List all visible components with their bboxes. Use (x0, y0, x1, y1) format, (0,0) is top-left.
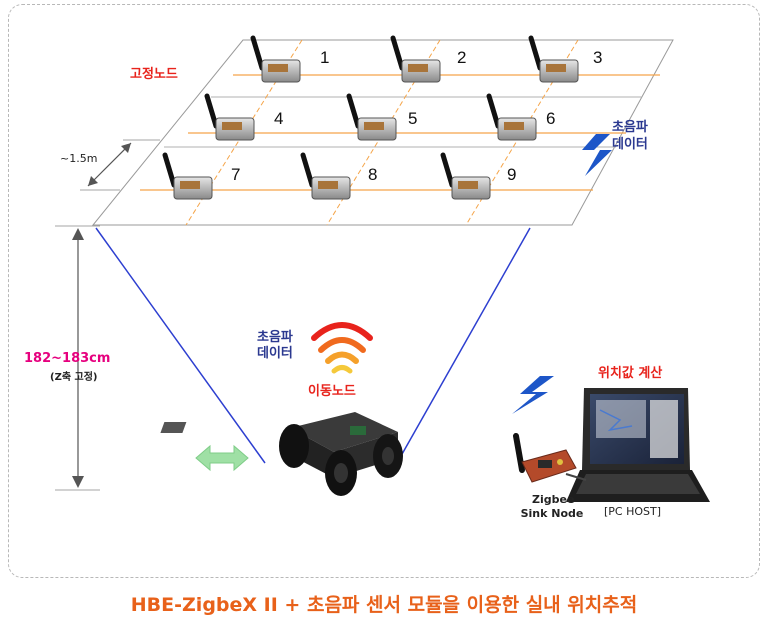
fixed-node-group (162, 35, 579, 200)
node-number-2: 2 (457, 48, 467, 67)
node-number-8: 8 (368, 165, 378, 184)
position-calc-label: 위치값 계산 (598, 366, 663, 381)
fixed-node-5 (346, 93, 397, 141)
sink-node-label-line1: Zigbee (532, 493, 575, 506)
node-number-3: 3 (593, 48, 603, 67)
cone-line-left (95, 227, 266, 464)
fixed-node-8 (300, 152, 351, 200)
fixed-node-4 (204, 93, 255, 141)
z-fixed-label: (Z축 고정) (50, 372, 98, 383)
fixed-node-7 (162, 152, 213, 200)
node-number-5: 5 (408, 109, 418, 128)
pc-host-label: [PC HOST] (604, 505, 662, 518)
ultrasonic-data-label-top-line2: 데이터 (612, 137, 648, 152)
height-dimension-arrow (55, 225, 100, 491)
mobile-node-label: 이동노드 (308, 384, 356, 399)
spacing-label: ~1.5m (60, 152, 98, 165)
fixed-node-9 (440, 152, 491, 200)
double-arrow-icon (195, 444, 249, 472)
node-number-7: 7 (231, 165, 241, 184)
height-label: 182~183cm (24, 351, 111, 366)
laptop-icon (566, 388, 710, 502)
lightning-bolt-icon (582, 134, 612, 176)
fixed-node-label: 고정노드 (130, 67, 178, 82)
sink-node-label-line2: Sink Node (520, 507, 584, 520)
node-number-9: 9 (507, 165, 517, 184)
wifi-signal-icon (311, 322, 373, 374)
lightning-bolt-icon-pc (512, 376, 554, 414)
ultrasonic-data-label-top-line1: 초음파 (612, 120, 648, 135)
zigbee-board-icon (513, 433, 587, 483)
fixed-node-1 (250, 35, 301, 83)
fixed-node-3 (528, 35, 579, 83)
node-number-6: 6 (546, 109, 556, 128)
spacing-dimension-arrow (80, 139, 160, 191)
node-number-4: 4 (274, 109, 284, 128)
ultrasonic-data-label-robot-line2: 데이터 (257, 346, 293, 361)
fixed-node-6 (486, 93, 537, 141)
ultrasonic-data-label-robot-line1: 초음파 (257, 330, 293, 345)
robot-car-icon (160, 412, 403, 496)
fixed-node-2 (390, 35, 441, 83)
figure-caption: HBE-ZigbeX II + 초음파 센서 모듈을 이용한 실내 위치추적 (130, 594, 638, 616)
cone-line-right (396, 227, 531, 464)
diagram-frame (8, 4, 760, 578)
node-number-1: 1 (320, 48, 330, 67)
